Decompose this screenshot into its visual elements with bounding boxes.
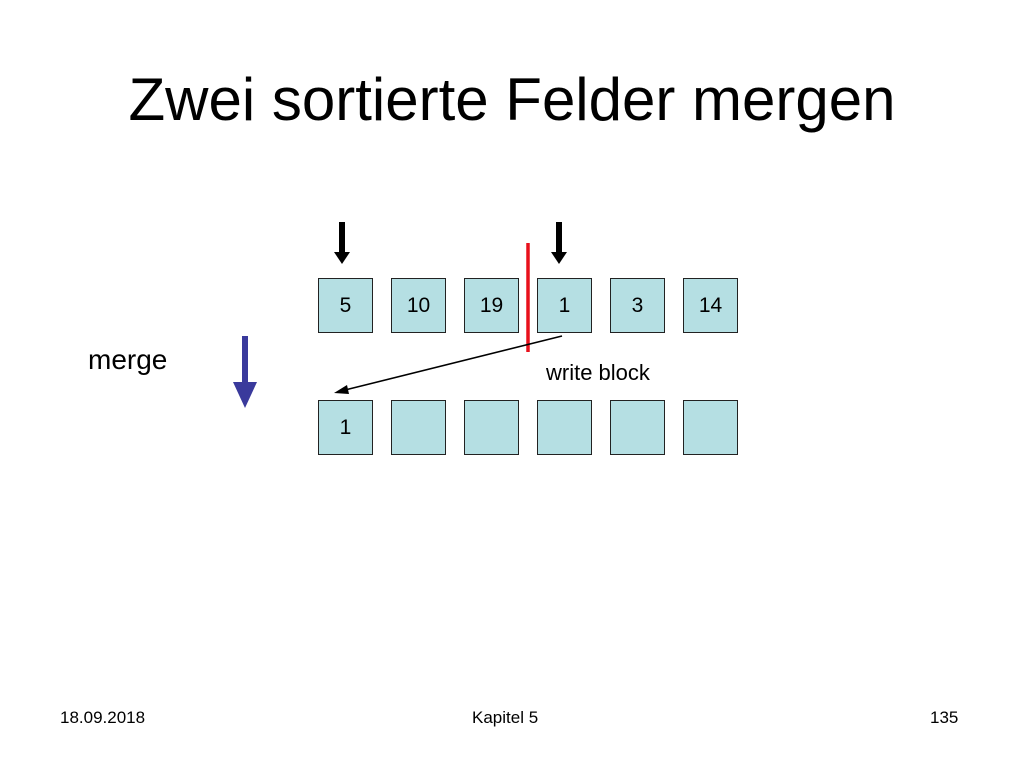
input-cell: 3: [610, 278, 665, 333]
write-arrow: [334, 335, 563, 394]
footer-chapter: Kapitel 5: [472, 708, 539, 727]
output-cell: [391, 400, 446, 455]
footer-date: 18.09.2018: [60, 708, 146, 727]
merge-arrow: [233, 336, 257, 408]
write-block-label: write block: [546, 360, 650, 385]
output-cell: [464, 400, 519, 455]
output-cell: [537, 400, 592, 455]
pointer-arrow-left: [334, 222, 350, 264]
input-cell: 1: [537, 278, 592, 333]
output-cell: [610, 400, 665, 455]
pointer-arrow-right: [551, 222, 567, 264]
input-cell: 10: [391, 278, 446, 333]
slide-title: Zwei sortierte Felder mergen: [128, 66, 896, 133]
output-cell: 1: [318, 400, 373, 455]
input-cell: 19: [464, 278, 519, 333]
input-cell: 5: [318, 278, 373, 333]
output-cell: [683, 400, 738, 455]
footer-page-number: 135: [930, 708, 959, 727]
merge-label: merge: [88, 344, 168, 375]
input-cell: 14: [683, 278, 738, 333]
